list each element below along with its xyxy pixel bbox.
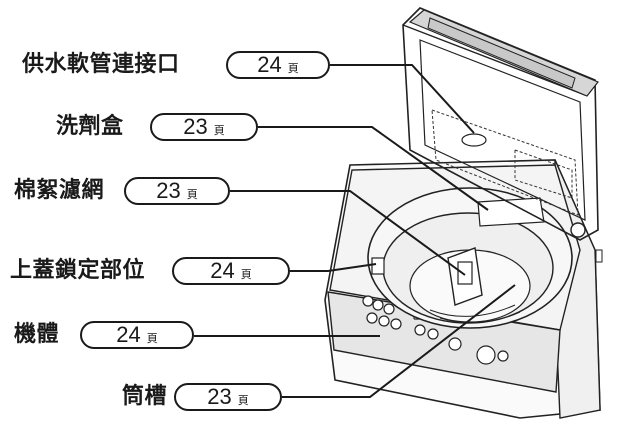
page-unit: 頁 <box>213 123 225 137</box>
callout-label-lint-filter: 棉絮濾網 <box>14 178 105 203</box>
page-unit: 頁 <box>186 187 198 201</box>
page-unit: 頁 <box>287 61 299 75</box>
leader-line-hose-inlet <box>330 64 475 134</box>
leader-line-lid-lock <box>290 263 377 272</box>
leader-line-detergent-box <box>258 126 489 211</box>
page-unit: 頁 <box>240 267 252 281</box>
callout-label-detergent-box: 洗劑盒 <box>56 114 124 139</box>
callout-label-tub: 筒槽 <box>122 384 168 409</box>
page-number: 24 <box>116 322 141 347</box>
page-number: 23 <box>207 384 232 409</box>
page-number: 23 <box>156 178 181 203</box>
page-ref-body: 24 頁 <box>80 321 194 349</box>
callout-label-lid-lock: 上蓋鎖定部位 <box>10 258 146 283</box>
page-ref-lint-filter: 23 頁 <box>124 177 230 205</box>
page-ref-tub: 23 頁 <box>174 383 282 411</box>
leader-line-tub <box>282 284 516 398</box>
page-number: 23 <box>183 114 208 139</box>
callout-label-hose-inlet: 供水軟管連接口 <box>22 52 180 77</box>
page-number: 24 <box>210 258 235 283</box>
control-buttons <box>362 295 509 365</box>
page-ref-detergent-box: 23 頁 <box>150 113 258 141</box>
leader-line-lint-filter <box>230 190 466 276</box>
page-unit: 頁 <box>146 331 158 345</box>
callout-label-body: 機體 <box>14 322 60 347</box>
page-number: 24 <box>257 52 282 77</box>
page-unit: 頁 <box>237 393 249 407</box>
page-ref-lid-lock: 24 頁 <box>172 257 290 285</box>
page-ref-hose-inlet: 24 頁 <box>226 51 330 79</box>
